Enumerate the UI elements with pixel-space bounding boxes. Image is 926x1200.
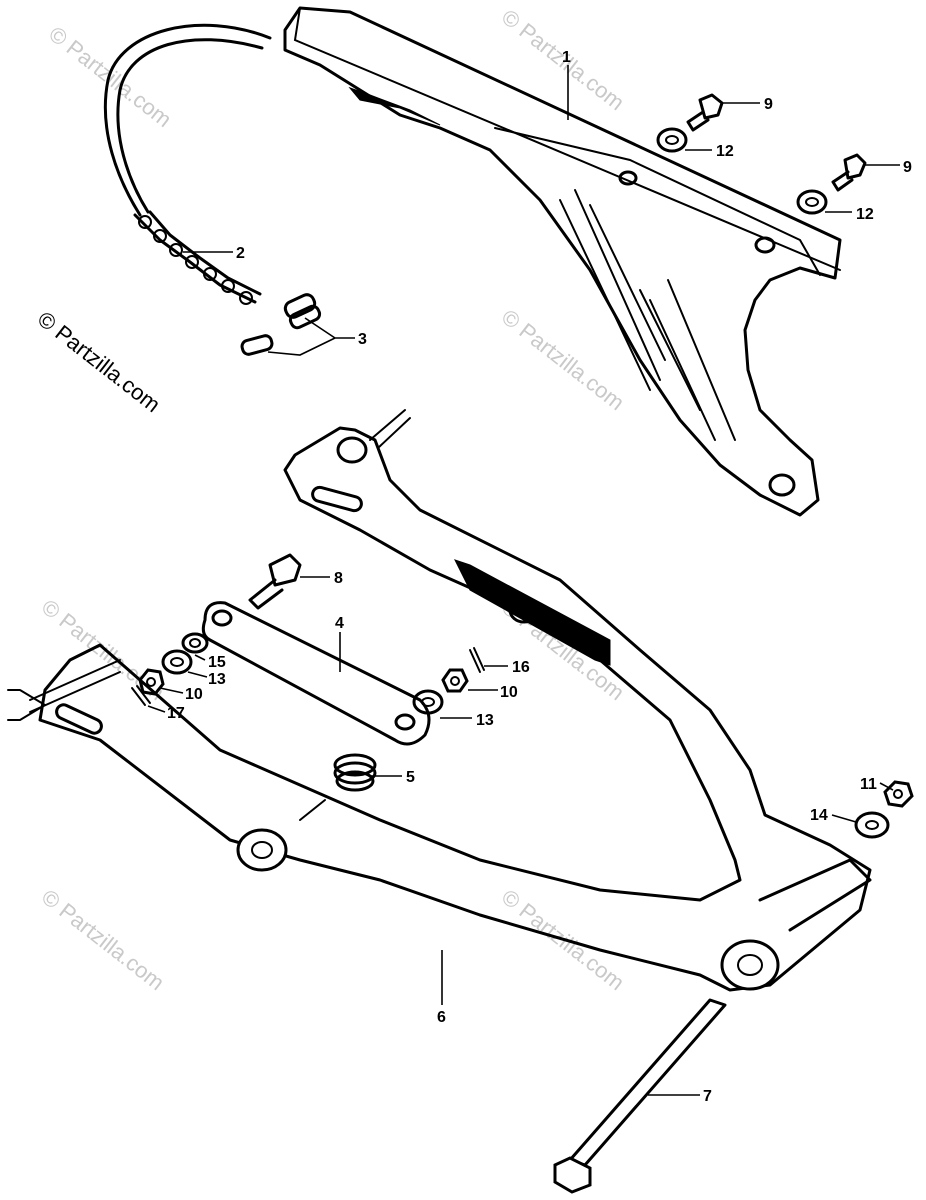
chain-case (283, 6, 842, 517)
leader-lines (147, 65, 900, 1096)
callout-10-left: 10 (185, 686, 203, 703)
bolt-9-top (686, 93, 724, 132)
callout-17: 17 (167, 705, 185, 722)
spring (333, 753, 377, 792)
washer-12-top (656, 127, 688, 153)
callout-7: 7 (703, 1088, 712, 1105)
rear-fork (7, 409, 872, 992)
bolt-9-lower (831, 153, 867, 192)
pivot-bolt (553, 998, 727, 1194)
callout-11: 11 (860, 776, 877, 793)
callout-12-top: 12 (716, 143, 734, 160)
callout-5: 5 (406, 769, 415, 786)
callout-3: 3 (358, 331, 367, 348)
washer-13-center (412, 689, 444, 715)
callout-9-top: 9 (764, 96, 773, 113)
callout-9-lower: 9 (903, 159, 912, 176)
callout-12-lower: 12 (856, 206, 874, 223)
nut-11 (883, 780, 914, 808)
bolt-8 (248, 553, 302, 610)
callout-8: 8 (334, 570, 343, 587)
chain-joint-links (240, 293, 322, 356)
callout-6: 6 (437, 1009, 446, 1026)
callout-14: 14 (810, 807, 828, 824)
callout-13-left: 13 (208, 671, 226, 688)
drive-chain (103, 23, 272, 305)
callout-2: 2 (236, 245, 245, 262)
washer-12-lower (796, 189, 828, 215)
callout-13-center: 13 (476, 712, 494, 729)
watermark-main: © Partzilla.com (33, 306, 165, 417)
brake-stopper-arm (201, 601, 431, 746)
cotter-pin-16 (469, 647, 485, 673)
callout-4: 4 (335, 615, 344, 632)
watermark-text: © Partzilla.com (37, 884, 169, 995)
callout-1: 1 (562, 49, 571, 66)
watermark-text: © Partzilla.com (497, 304, 629, 415)
cotter-pin-17 (131, 685, 151, 706)
washer-14 (854, 811, 890, 839)
callout-10-center: 10 (500, 684, 518, 701)
chain-links (138, 215, 253, 305)
washer-13-left (161, 649, 193, 675)
nut-10-center (441, 668, 469, 693)
nut-10-left (138, 668, 165, 696)
callout-15: 15 (208, 654, 226, 671)
callout-16: 16 (512, 659, 530, 676)
callout-labels: 1 2 3 4 5 6 7 8 9 9 12 12 16 10 13 15 13… (167, 49, 912, 1105)
washer-15 (181, 632, 209, 654)
